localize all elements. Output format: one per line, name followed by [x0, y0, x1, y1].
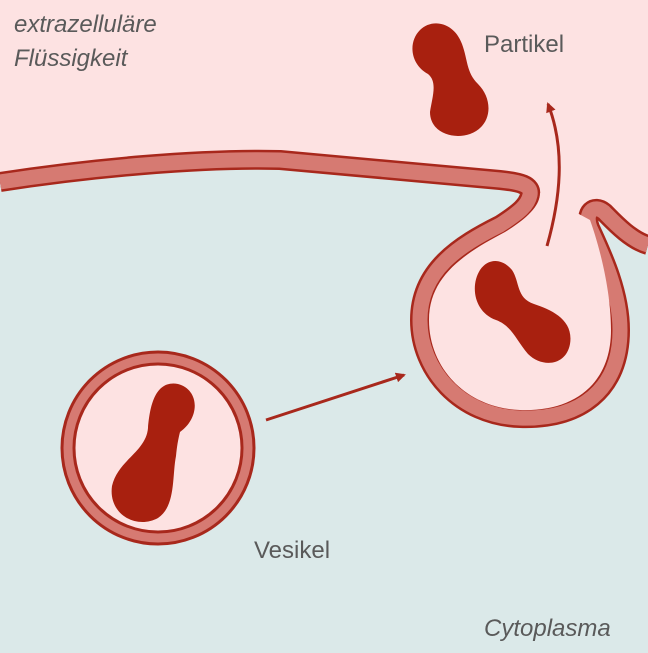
label-particle: Partikel — [484, 31, 565, 58]
particle-in-vesicle — [111, 383, 195, 523]
arrow-vesicle-to-membrane — [265, 372, 406, 422]
released-particle — [412, 23, 489, 136]
label-vesicle: Vesikel — [254, 537, 331, 564]
label-cytoplasm: Cytoplasma — [484, 615, 611, 642]
arrow-release — [545, 102, 561, 247]
label-extracellular-line-2: Flüssigkeit — [14, 45, 128, 72]
label-extracellular-line-1: extrazelluläre — [14, 11, 157, 38]
particle-in-pocket — [474, 261, 571, 363]
